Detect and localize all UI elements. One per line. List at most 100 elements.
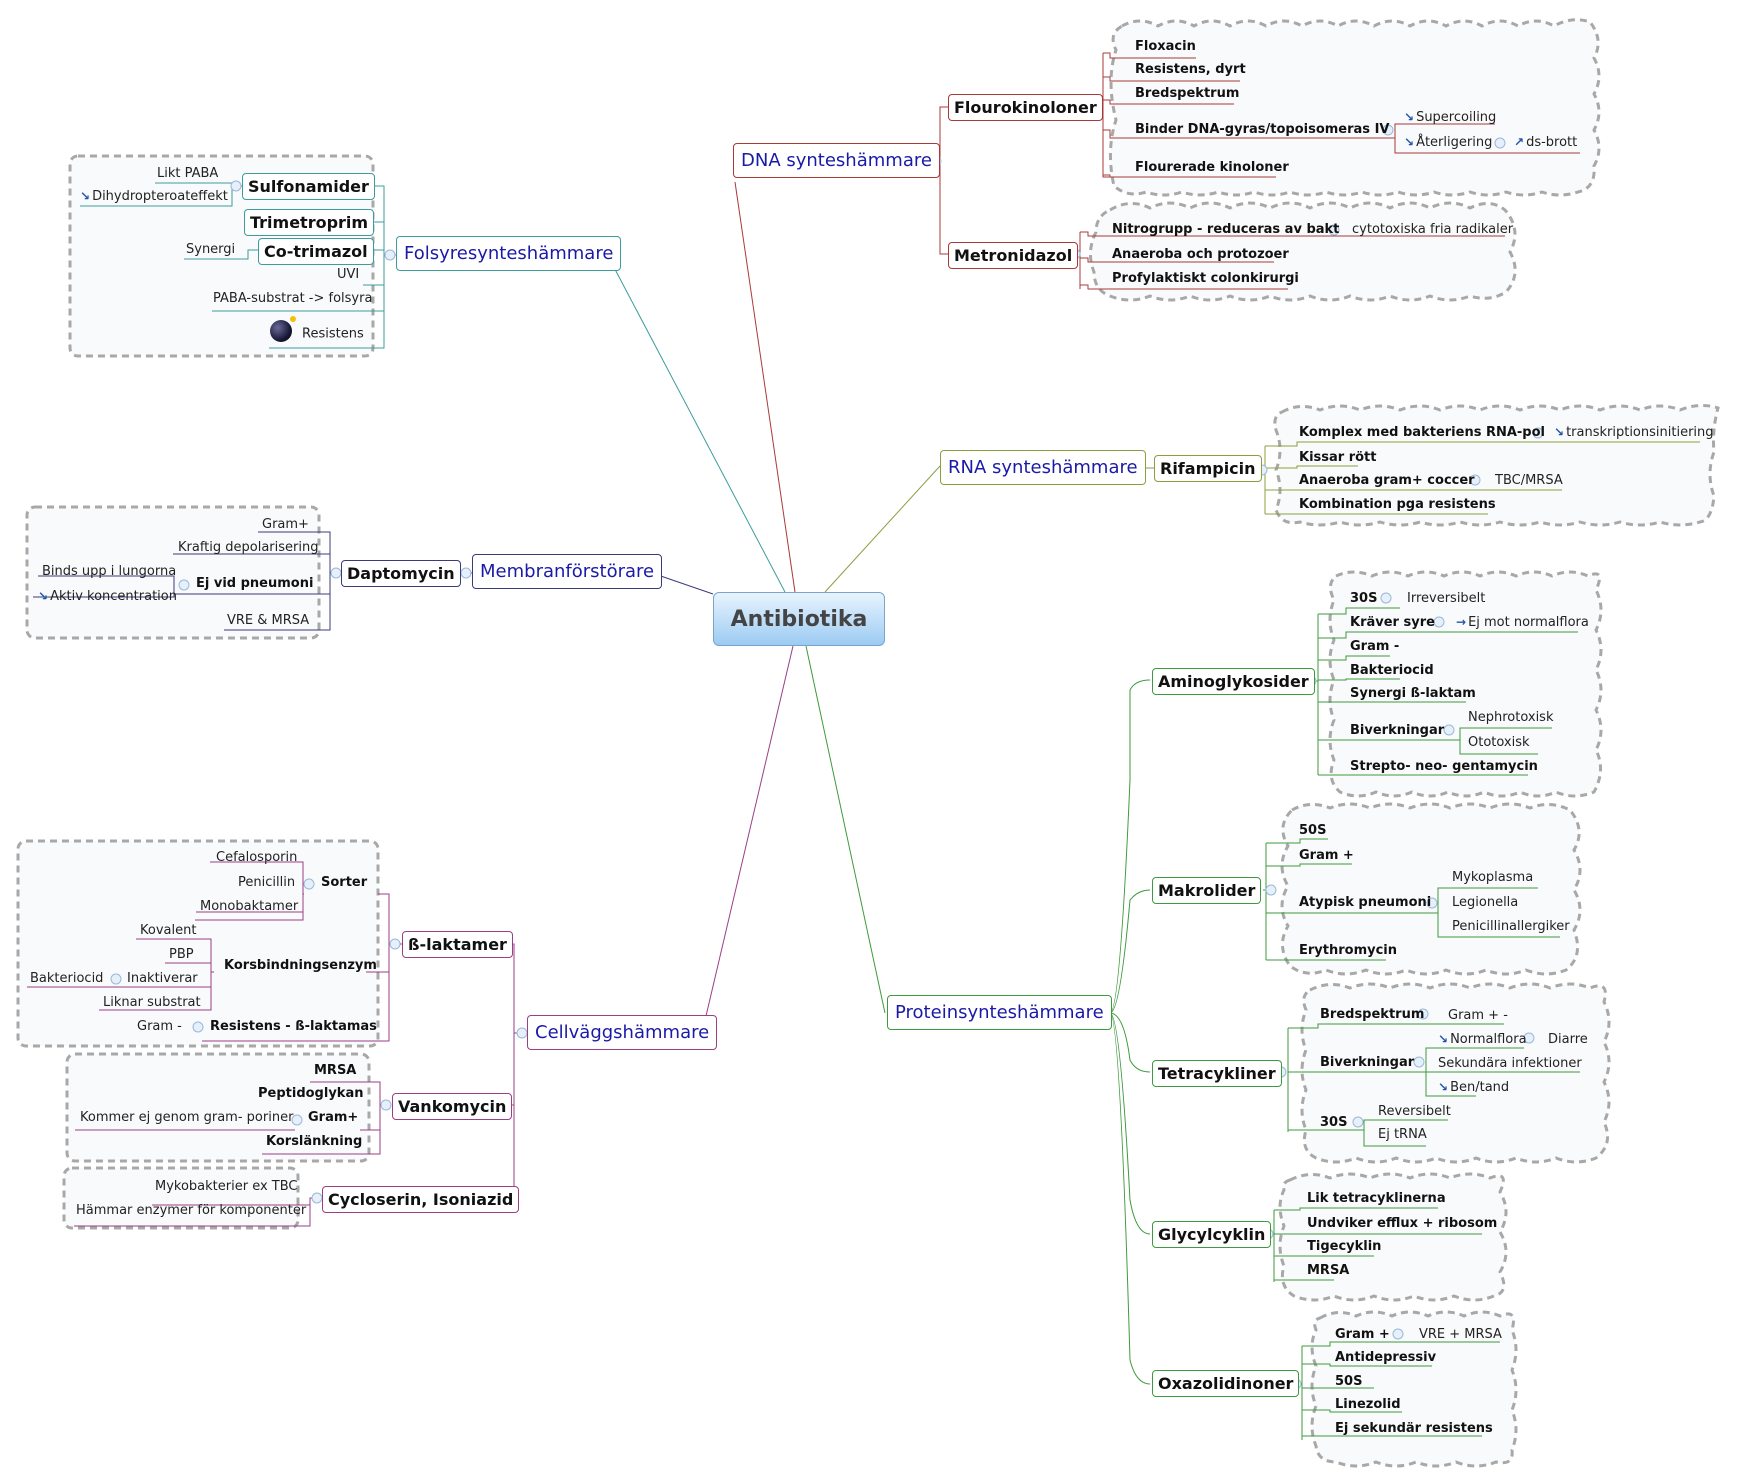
leaf-makro-gram-plus[interactable]: Gram + (1299, 848, 1354, 863)
leaf-tetra-biverkningar[interactable]: Biverkningar (1320, 1055, 1415, 1070)
leaf-kommer-ej-genom[interactable]: Kommer ej genom gram- poriner (80, 1110, 294, 1125)
leaf-cefalosporin[interactable]: Cefalosporin (216, 850, 298, 865)
leaf-ej-trna[interactable]: Ej tRNA (1378, 1127, 1427, 1142)
leaf-mrsa[interactable]: MRSA (314, 1063, 357, 1078)
node-sulfonamider[interactable]: Sulfonamider (242, 173, 375, 200)
branch-rna-synteshammare[interactable]: RNA synteshämmare (940, 450, 1146, 485)
leaf-binds-upp[interactable]: Binds upp i lungorna (42, 564, 177, 579)
leaf-binder-dna-gyras[interactable]: Binder DNA-gyras/topoisomeras IV (1135, 122, 1390, 137)
leaf-erythromycin[interactable]: Erythromycin (1299, 943, 1398, 958)
leaf-komplex-rna-pol[interactable]: Komplex med bakteriens RNA-pol (1299, 425, 1546, 440)
leaf-aterligering[interactable]: ↘Återligering (1404, 135, 1493, 150)
leaf-vanko-gram-plus[interactable]: Gram+ (308, 1110, 359, 1125)
node-glycylcyklin[interactable]: Glycylcyklin (1152, 1221, 1272, 1248)
leaf-korsbindningsenzym[interactable]: Korsbindningsenzym (224, 958, 377, 973)
leaf-tetra-bredspektrum[interactable]: Bredspektrum (1320, 1007, 1425, 1022)
node-flourokinoloner[interactable]: Flourokinoloner (948, 94, 1103, 121)
leaf-synergi-b-laktam[interactable]: Synergi ß-laktam (1350, 686, 1476, 701)
branch-folsyresynteshammare[interactable]: Folsyresynteshämmare (396, 236, 622, 271)
leaf-peptidoglykan[interactable]: Peptidoglykan (258, 1086, 364, 1101)
node-vankomycin[interactable]: Vankomycin (392, 1093, 513, 1120)
leaf-likt-paba[interactable]: Likt PABA (157, 166, 219, 181)
leaf-transkriptionsinitiering[interactable]: ↘transkriptionsinitiering (1554, 425, 1714, 440)
leaf-kraver-syre[interactable]: Kräver syre (1350, 615, 1435, 630)
leaf-vre-mrsa[interactable]: VRE & MRSA (227, 613, 310, 628)
branch-dna-synteshammare[interactable]: DNA synteshämmare (733, 143, 940, 178)
leaf-legionella[interactable]: Legionella (1452, 895, 1519, 910)
leaf-linezolid[interactable]: Linezolid (1335, 1397, 1401, 1412)
leaf-mykobakterier[interactable]: Mykobakterier ex TBC (155, 1179, 298, 1194)
leaf-nephrotoxisk[interactable]: Nephrotoxisk (1468, 710, 1554, 725)
leaf-gram-plus[interactable]: Gram+ (262, 517, 309, 532)
leaf-kovalent[interactable]: Kovalent (140, 923, 197, 938)
leaf-profylaktiskt[interactable]: Profylaktiskt colonkirurgi (1112, 271, 1299, 286)
leaf-mykoplasma[interactable]: Mykoplasma (1452, 870, 1534, 885)
leaf-lik-tetracyklinerna[interactable]: Lik tetracyklinerna (1307, 1191, 1446, 1206)
leaf-aktiv-koncentration[interactable]: ↘Aktiv koncentration (38, 589, 177, 604)
leaf-resistens-dyrt[interactable]: Resistens, dyrt (1135, 62, 1246, 77)
leaf-irreversibelt[interactable]: Irreversibelt (1407, 591, 1486, 606)
leaf-inaktiverar[interactable]: Inaktiverar (127, 971, 198, 986)
node-daptomycin[interactable]: Daptomycin (341, 560, 461, 587)
leaf-synergi[interactable]: Synergi (186, 242, 236, 257)
leaf-pbp[interactable]: PBP (169, 947, 194, 962)
leaf-anaeroba-protozoer[interactable]: Anaeroba och protozoer (1112, 247, 1289, 262)
leaf-normalflora[interactable]: ↘Normalflora (1438, 1032, 1527, 1047)
leaf-oxa-gram-plus[interactable]: Gram + (1335, 1327, 1390, 1342)
leaf-diarre[interactable]: Diarre (1548, 1032, 1588, 1047)
leaf-penicillinallergiker[interactable]: Penicillinallergiker (1452, 919, 1570, 934)
leaf-ds-brott[interactable]: ↗ds-brott (1514, 135, 1578, 150)
leaf-50s[interactable]: 50S (1299, 823, 1327, 838)
root-node-antibiotika[interactable]: Antibiotika (713, 592, 885, 646)
leaf-anaeroba-gram[interactable]: Anaeroba gram+ coccer (1299, 473, 1475, 488)
leaf-supercoiling[interactable]: ↘Supercoiling (1404, 110, 1497, 125)
leaf-vre-plus-mrsa[interactable]: VRE + MRSA (1419, 1327, 1502, 1342)
leaf-oxa-50s[interactable]: 50S (1335, 1374, 1363, 1389)
leaf-strepto-neo-gentamycin[interactable]: Strepto- neo- gentamycin (1350, 759, 1538, 774)
leaf-paba-substrat[interactable]: PABA-substrat -> folsyra (213, 291, 373, 306)
node-aminoglykosider[interactable]: Aminoglykosider (1152, 668, 1315, 695)
leaf-floxacin[interactable]: Floxacin (1135, 39, 1196, 54)
leaf-tetra-30s[interactable]: 30S (1320, 1115, 1348, 1130)
leaf-nitrogrupp[interactable]: Nitrogrupp - reduceras av bakt (1112, 222, 1340, 237)
node-metronidazol[interactable]: Metronidazol (948, 242, 1079, 269)
leaf-tigecyklin[interactable]: Tigecyklin (1307, 1239, 1382, 1254)
leaf-bredspektrum[interactable]: Bredspektrum (1135, 86, 1240, 101)
node-trimetroprim[interactable]: Trimetroprim (244, 209, 375, 236)
leaf-amino-biverkningar[interactable]: Biverkningar (1350, 723, 1445, 738)
node-cycloserin-isoniazid[interactable]: Cycloserin, Isoniazid (322, 1186, 520, 1213)
leaf-bakteriocid[interactable]: Bakteriocid (30, 971, 104, 986)
leaf-ej-mot-normalflora[interactable]: →Ej mot normalflora (1456, 615, 1589, 630)
node-co-trimazol[interactable]: Co-trimazol (258, 238, 374, 265)
leaf-kombination[interactable]: Kombination pga resistens (1299, 497, 1496, 512)
leaf-resistens-bomb[interactable]: Resistens (270, 316, 364, 345)
node-rifampicin[interactable]: Rifampicin (1154, 455, 1262, 482)
leaf-dihydropteroateffekt[interactable]: ↘Dihydropteroateffekt (80, 189, 228, 204)
leaf-kissar-rott[interactable]: Kissar rött (1299, 450, 1377, 465)
leaf-antidepressiv[interactable]: Antidepressiv (1335, 1350, 1437, 1365)
leaf-undviker-efflux[interactable]: Undviker efflux + ribosom (1307, 1216, 1498, 1231)
leaf-cytotoxiska[interactable]: cytotoxiska fria radikaler (1352, 222, 1514, 237)
leaf-ototoxisk[interactable]: Ototoxisk (1468, 735, 1530, 750)
leaf-gram-minus[interactable]: Gram - (137, 1019, 182, 1034)
leaf-glycyl-mrsa[interactable]: MRSA (1307, 1263, 1350, 1278)
branch-proteinsynteshammare[interactable]: Proteinsynteshämmare (887, 995, 1112, 1030)
leaf-hammar-enzymer[interactable]: Hämmar enzymer för komponenter (76, 1203, 307, 1218)
leaf-tbc-mrsa[interactable]: TBC/MRSA (1495, 473, 1563, 488)
leaf-amino-bakteriocid[interactable]: Bakteriocid (1350, 663, 1434, 678)
leaf-ej-vid-pneumoni[interactable]: Ej vid pneumoni (196, 576, 314, 591)
leaf-penicillin[interactable]: Penicillin (238, 875, 296, 890)
leaf-30s[interactable]: 30S (1350, 591, 1378, 606)
leaf-resistens-b-laktamas[interactable]: Resistens - ß-laktamas (210, 1019, 377, 1034)
node-oxazolidinoner[interactable]: Oxazolidinoner (1152, 1370, 1300, 1397)
node-b-laktamer[interactable]: ß-laktamer (402, 931, 513, 958)
leaf-liknar-substrat[interactable]: Liknar substrat (103, 995, 201, 1010)
leaf-gram-plus-minus[interactable]: Gram + - (1448, 1008, 1508, 1023)
leaf-atypisk-pneumoni[interactable]: Atypisk pneumoni (1299, 895, 1432, 910)
leaf-kraftig-depolarisering[interactable]: Kraftig depolarisering (178, 540, 319, 555)
node-makrolider[interactable]: Makrolider (1152, 877, 1262, 904)
leaf-uvi[interactable]: UVI (337, 267, 360, 282)
branch-membranforstorare[interactable]: Membranförstörare (472, 554, 663, 589)
leaf-flourerade-kinoloner[interactable]: Flourerade kinoloner (1135, 160, 1289, 175)
leaf-sorter[interactable]: Sorter (321, 875, 368, 890)
